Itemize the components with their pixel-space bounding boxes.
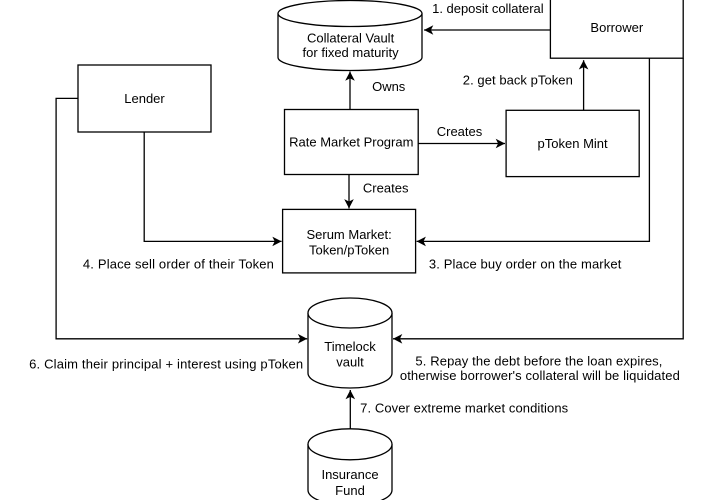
svg-text:Timelock: Timelock xyxy=(324,339,376,354)
svg-text:Rate Market Program: Rate Market Program xyxy=(289,135,413,150)
svg-text:Creates: Creates xyxy=(363,181,409,196)
svg-text:Token/pToken: Token/pToken xyxy=(309,242,389,257)
svg-text:Collateral Vault: Collateral Vault xyxy=(307,31,395,46)
svg-text:1. deposit collateral: 1. deposit collateral xyxy=(432,1,544,16)
svg-text:Insurance: Insurance xyxy=(321,467,378,482)
svg-text:vault: vault xyxy=(336,355,364,370)
svg-text:3. Place buy order on the mark: 3. Place buy order on the market xyxy=(429,257,622,272)
svg-text:7. Cover extreme market condit: 7. Cover extreme market conditions xyxy=(360,401,569,416)
svg-text:pToken Mint: pToken Mint xyxy=(538,136,608,151)
svg-text:Lender: Lender xyxy=(124,91,165,106)
svg-text:otherwise borrower's collatera: otherwise borrower's collateral will be … xyxy=(400,368,680,383)
svg-text:4. Place sell order of their T: 4. Place sell order of their Token xyxy=(83,257,274,272)
svg-text:Borrower: Borrower xyxy=(590,20,643,35)
svg-text:for fixed maturity: for fixed maturity xyxy=(303,45,400,60)
svg-text:Serum Market:: Serum Market: xyxy=(306,227,391,242)
svg-text:5. Repay the debt before the l: 5. Repay the debt before the loan expire… xyxy=(415,353,662,368)
svg-text:6. Claim their principal + int: 6. Claim their principal + interest usin… xyxy=(29,356,303,371)
svg-text:2. get back pToken: 2. get back pToken xyxy=(463,73,573,88)
svg-text:Creates: Creates xyxy=(437,124,483,139)
svg-text:Fund: Fund xyxy=(335,483,365,498)
svg-text:Owns: Owns xyxy=(372,79,406,94)
